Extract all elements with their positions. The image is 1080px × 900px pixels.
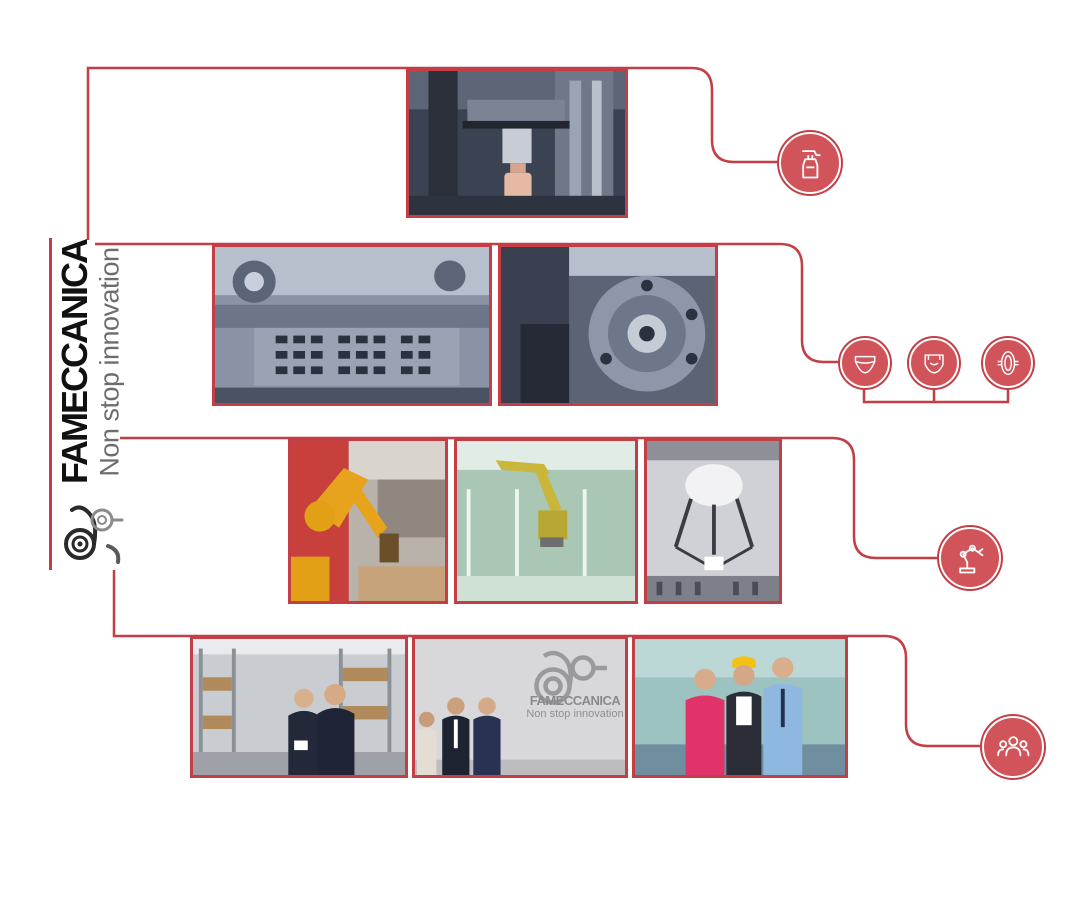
adult-brief-icon xyxy=(909,338,959,388)
photo-rotary-drum xyxy=(498,244,718,406)
connector-row-4 xyxy=(112,570,983,748)
wall-brand-sign: FAMECCANICA Non stop innovation xyxy=(520,694,630,720)
baby-diaper-icon xyxy=(840,338,890,388)
sanitary-pad-icon xyxy=(983,338,1033,388)
wall-brand-name: FAMECCANICA xyxy=(529,693,621,708)
brand-tagline: Non stop innovation xyxy=(94,247,125,477)
team-group-icon xyxy=(982,716,1044,778)
brand-accent-bar xyxy=(49,238,52,570)
connector-row-2-base xyxy=(862,388,1010,404)
connector-row-1 xyxy=(86,66,780,240)
fameccanica-logo-icon xyxy=(64,505,124,564)
wall-logo-icon xyxy=(534,650,607,705)
photo-robot-in-cell xyxy=(454,438,638,604)
photo-yellow-robot-arm xyxy=(288,438,448,604)
robotic-arm-icon xyxy=(939,527,1001,589)
connector-row-3 xyxy=(120,436,940,560)
spray-bottle-icon xyxy=(779,132,841,194)
photo-warehouse-team xyxy=(190,636,408,778)
connector-row-2 xyxy=(95,242,840,364)
photo-factory-workers xyxy=(632,636,848,778)
photo-office-team xyxy=(412,636,628,778)
brand-name: FAMECCANICA xyxy=(54,240,95,484)
photo-converting-machine xyxy=(212,244,492,406)
photo-delta-robot xyxy=(644,438,782,604)
photo-capping-station xyxy=(406,68,628,218)
wall-brand-tagline: Non stop innovation xyxy=(526,708,624,720)
